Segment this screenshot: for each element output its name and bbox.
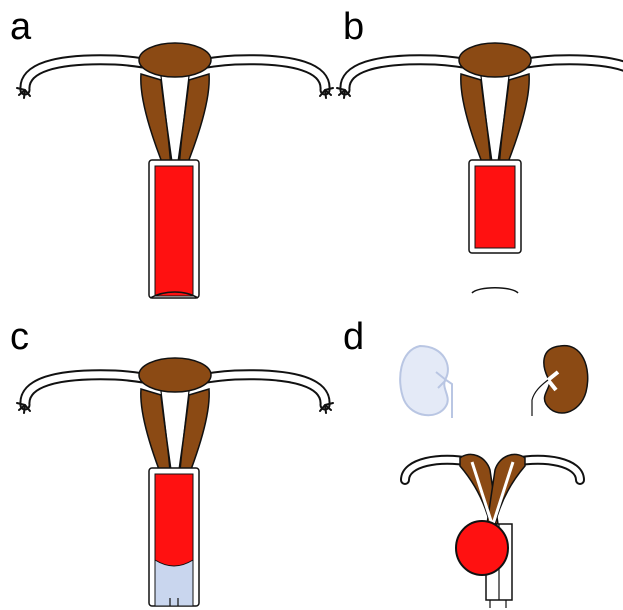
panel-label-d: d <box>343 318 364 356</box>
blood-a <box>155 166 193 296</box>
absent-kidney <box>400 346 448 415</box>
introitus-b <box>472 288 518 293</box>
blood-c <box>155 474 193 566</box>
blood-b <box>475 166 515 248</box>
blood-d <box>456 521 508 575</box>
panel-b <box>337 43 623 293</box>
panel-label-b: b <box>343 8 364 46</box>
panel-label-a: a <box>10 8 31 46</box>
panel-d <box>400 346 588 608</box>
panel-c <box>17 358 333 606</box>
panel-a <box>17 43 333 298</box>
panel-label-c: c <box>10 318 29 356</box>
